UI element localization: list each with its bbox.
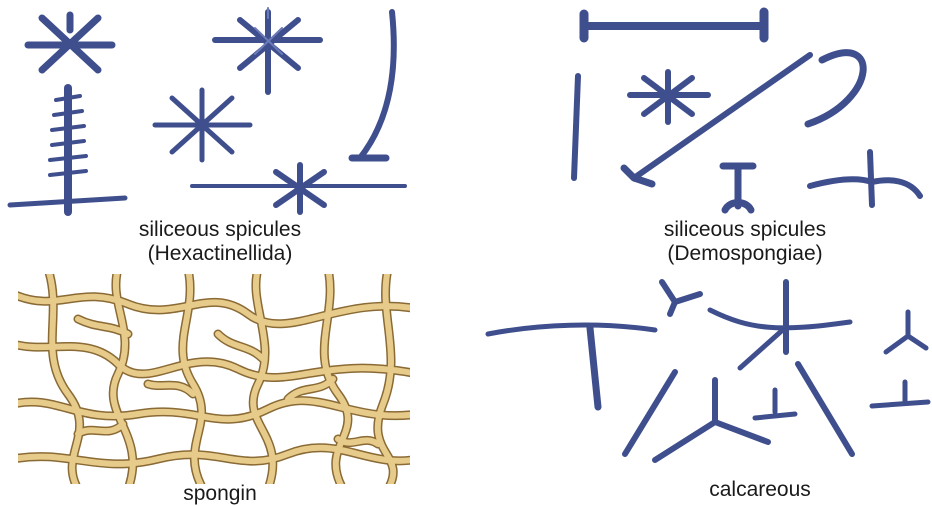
demospongiae-caption: siliceous spicules (Demospongiae) — [580, 218, 910, 266]
demospongiae-spicules-illustration — [560, 0, 932, 225]
curved-rod-spicule — [360, 12, 394, 158]
panel-calcareous — [480, 272, 932, 477]
tetraradiate-spicule — [710, 282, 850, 368]
monaxon-spicule — [625, 372, 675, 454]
hexactine-spicule — [28, 15, 112, 70]
oxea-spicule — [574, 76, 578, 178]
spongin-fiber-network — [18, 274, 410, 484]
hexactinellida-spicules-illustration — [0, 0, 440, 225]
sigma-spicule — [808, 53, 863, 124]
triaene-spicule — [810, 152, 920, 205]
hexactinellida-caption-line1: siliceous spicules — [60, 218, 380, 242]
anchor-spicule — [624, 55, 810, 184]
rosette-spicule — [215, 12, 320, 92]
amphidisc-spicule — [723, 166, 753, 210]
t-shaped-spicule — [488, 325, 655, 407]
calcareous-caption: calcareous — [640, 478, 880, 502]
calcareous-spicules-illustration — [480, 272, 932, 477]
panel-hexactinellida — [0, 0, 440, 225]
star-spicule — [155, 90, 250, 160]
small-triradiate-spicule — [755, 390, 795, 418]
tripod-spicule — [655, 380, 768, 460]
triradiate-spicule — [662, 282, 700, 314]
demospongiae-caption-line1: siliceous spicules — [580, 218, 910, 242]
spongin-caption: spongin — [110, 482, 330, 506]
small-t-spicule — [872, 382, 928, 406]
right-triradiate-spicule — [886, 312, 926, 352]
pinule-spicule — [10, 88, 125, 212]
aster-spicule — [630, 72, 708, 122]
hexactinellida-caption: siliceous spicules (Hexactinellida) — [60, 218, 380, 266]
demospongiae-caption-line2: (Demospongiae) — [580, 242, 910, 266]
monaxon-spicule-rough — [798, 364, 852, 454]
hexactinellida-caption-line2: (Hexactinellida) — [60, 242, 380, 266]
panel-spongin — [18, 274, 410, 484]
dumbbell-spicule — [584, 12, 764, 38]
panel-demospongiae — [560, 0, 932, 225]
stauractine-spicule — [192, 165, 405, 212]
